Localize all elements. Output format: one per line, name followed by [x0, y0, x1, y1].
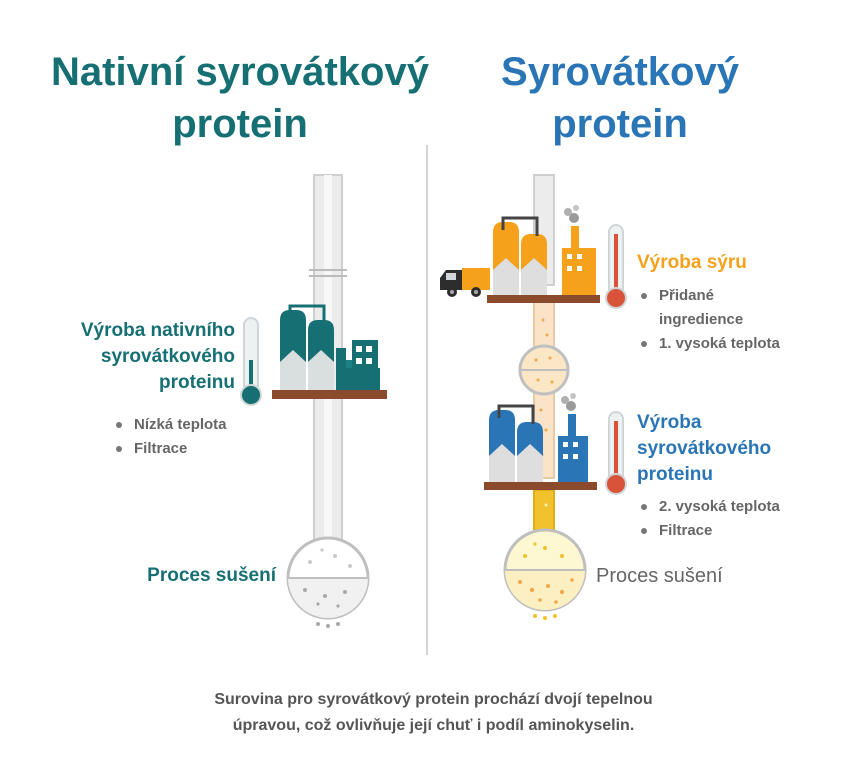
left-factory-icon [272, 304, 387, 399]
left-thermometer-icon [240, 317, 262, 406]
whey-label-line: syrovátkového [637, 438, 772, 459]
left-production-label: Výroba nativního syrovátkového proteinu [50, 318, 235, 396]
cheese-bullet-line: Přidané [659, 287, 715, 304]
left-drying-sphere [286, 536, 370, 628]
left-production-line: Výroba nativního [80, 320, 235, 341]
whey-bullet-item: Filtrace [637, 519, 780, 543]
cheese-label: Výroba sýru [637, 252, 747, 273]
right-drying-sphere [503, 528, 587, 620]
left-title: Nativní syrovátkový protein [51, 50, 429, 146]
whey-bullets: 2. vysoká teplota Filtrace [637, 495, 780, 543]
right-drying-label: Proces sušení [596, 565, 723, 587]
left-production-line: syrovátkového [100, 346, 235, 367]
right-title: Syrovátkový protein [501, 50, 739, 146]
footer-note: Surovina pro syrovátkový protein procház… [150, 687, 717, 739]
cheese-bullet-item: 1. vysoká teplota [637, 332, 780, 356]
footer-line: Surovina pro syrovátkový protein procház… [214, 691, 653, 708]
left-drying-label: Proces sušení [147, 565, 276, 586]
whey-label: Výroba syrovátkového proteinu [637, 410, 771, 488]
left-bullet-item: Filtrace [112, 437, 227, 461]
whey-label-line: Výroba [637, 412, 702, 433]
cheese-bullet-item: Přidané ingredience [637, 284, 780, 332]
cheese-thermometer-icon [605, 224, 627, 309]
whey-bullet-item: 2. vysoká teplota [637, 495, 780, 519]
whey-thermometer-icon [605, 411, 627, 495]
cheese-factory-icon [487, 205, 600, 303]
whey-label-line: proteinu [637, 464, 713, 485]
left-bullets: Nízká teplota Filtrace [112, 413, 227, 461]
truck-icon [440, 268, 490, 297]
footer-line: úpravou, což ovlivňuje její chuť i podíl… [232, 717, 635, 734]
intermediate-sphere [518, 344, 570, 396]
whey-factory-icon [484, 393, 597, 490]
cheese-bullets: Přidané ingredience 1. vysoká teplota [637, 284, 780, 356]
cheese-bullet-line: ingredience [659, 311, 744, 328]
left-bullet-item: Nízká teplota [112, 413, 227, 437]
left-production-line: proteinu [159, 372, 235, 393]
divider [426, 145, 428, 655]
